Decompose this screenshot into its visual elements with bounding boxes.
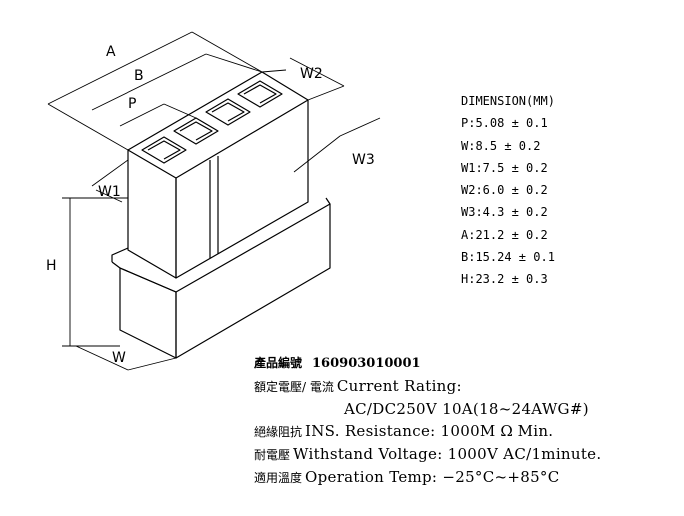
operation-temp-zh: 適用溫度 — [254, 471, 303, 485]
housing-side — [175, 100, 309, 279]
dim-W2-line — [261, 57, 345, 101]
dim-B-line — [91, 53, 263, 111]
current-rating-zh: 額定電壓/ 電流 — [254, 380, 334, 394]
label-P: P — [128, 96, 136, 112]
base-ledge — [111, 197, 331, 293]
dim-W3-line — [293, 117, 381, 173]
dim-A-line — [47, 31, 263, 151]
cavity-2 — [173, 117, 219, 145]
part-number: 160903010001 — [312, 356, 421, 371]
ins-resistance-min: Min. — [517, 422, 554, 440]
dimension-row: A:21.2 ± 0.2 — [461, 227, 548, 242]
base-side-face — [175, 204, 331, 359]
dim-H-line — [62, 197, 128, 347]
dimension-row: W2:6.0 ± 0.2 — [461, 183, 548, 198]
label-W2: W2 — [300, 66, 323, 82]
housing-top — [127, 71, 309, 179]
operation-temp-label: Operation Temp: −25°C~+85°C — [305, 468, 560, 486]
current-rating-label: Current Rating: — [336, 377, 462, 395]
base-front-face — [119, 267, 177, 359]
dimension-row: H:23.2 ± 0.3 — [461, 272, 548, 287]
label-B: B — [134, 68, 144, 84]
withstand-voltage-label: Withstand Voltage: 1000V AC/1minute. — [293, 445, 602, 463]
ins-resistance-label: INS. Resistance: 1000M — [305, 422, 496, 440]
dim-W-line — [75, 345, 177, 371]
dimension-row: B:15.24 ± 0.1 — [461, 250, 555, 265]
dimension-row: W1:7.5 ± 0.2 — [461, 160, 548, 175]
part-label: 產品編號 — [254, 356, 303, 370]
label-A: A — [106, 44, 116, 60]
housing-rib — [209, 156, 219, 258]
dim-W1-line — [91, 159, 129, 203]
dimension-row: W3:4.3 ± 0.2 — [461, 205, 548, 220]
label-W: W — [112, 350, 126, 366]
housing-front — [127, 149, 177, 279]
cavity-1 — [141, 136, 187, 164]
label-W1: W1 — [98, 184, 121, 200]
dimension-row: W:8.5 ± 0.2 — [461, 138, 541, 153]
current-rating-value: AC/DC250V 10A(18~24AWG#) — [344, 400, 589, 418]
dimension-row: P:5.08 ± 0.1 — [461, 116, 548, 131]
dimension-heading: DIMENSION(MM) — [461, 94, 555, 108]
cavity-3 — [205, 98, 251, 126]
dimension-table: DIMENSION(MM) P:5.08 ± 0.1 W:8.5 ± 0.2 W… — [461, 90, 555, 291]
label-W3: W3 — [352, 152, 375, 168]
part-number-row: 產品編號 160903010001 — [254, 352, 601, 375]
withstand-voltage-zh: 耐電壓 — [254, 448, 291, 462]
cavity-4 — [237, 80, 283, 108]
ohm-unit: Ω — [500, 422, 513, 440]
ins-resistance-zh: 絕緣阻抗 — [254, 425, 303, 439]
dim-P-line — [119, 103, 197, 127]
label-H: H — [46, 258, 57, 274]
